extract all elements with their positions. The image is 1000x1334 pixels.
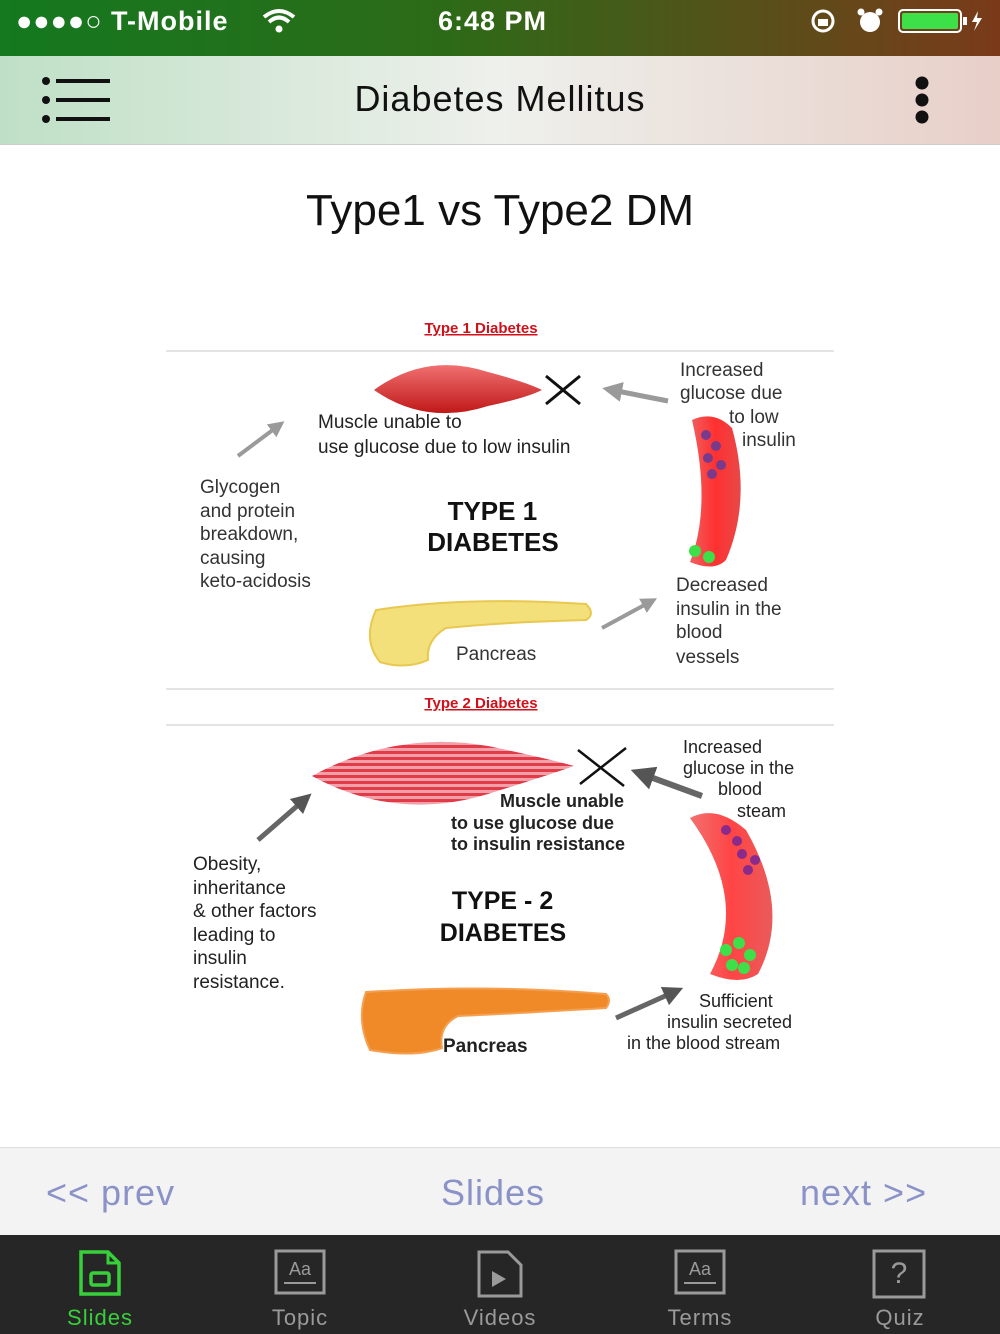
tab-label: Topic <box>271 1305 329 1330</box>
terms-icon: Aa <box>674 1249 726 1302</box>
slide-pager: << prev Slides next >> <box>0 1147 1000 1236</box>
type2-glucose-label: Increased glucose in the blood steam <box>683 737 799 821</box>
type2-insulin-label: Sufficient insulin secreted in the blood… <box>627 991 797 1053</box>
type2-arrow-glucose <box>630 766 704 799</box>
more-options-icon[interactable] <box>910 76 934 129</box>
tab-label: Slides <box>67 1305 133 1330</box>
type1-insulin-label: Decreased insulin in the blood vessels <box>676 575 787 668</box>
type1-blocked-icon <box>545 374 581 406</box>
type2-blocked-icon <box>577 747 627 787</box>
quiz-icon: ? <box>872 1249 928 1304</box>
diabetes-diagram: Type 1 Diabetes Muscle unable to use glu… <box>166 310 834 1070</box>
type2-muscle-label: Muscle unable to use glucose due to insu… <box>451 791 629 854</box>
type2-muscle-image <box>312 741 574 805</box>
type2-pancreas-image <box>360 987 610 1055</box>
navigation-bar: Diabetes Mellitus <box>0 56 1000 145</box>
tab-terms[interactable]: Aa Terms <box>600 1235 800 1334</box>
tab-videos[interactable]: Videos <box>400 1235 600 1334</box>
type1-arrow-insulin <box>601 598 658 630</box>
next-button[interactable]: next >> <box>800 1172 928 1213</box>
type2-cause-label: Obesity, inheritance & other factors lea… <box>193 854 322 993</box>
type2-pancreas-label: Pancreas <box>443 1036 528 1057</box>
tab-label: Videos <box>463 1305 537 1330</box>
tab-slides[interactable]: Slides <box>0 1235 200 1334</box>
topic-icon: Aa <box>274 1249 326 1302</box>
type1-blood-vessel-image <box>689 416 741 567</box>
tab-bar: Slides Aa Topic Videos Aa Terms ? Quiz <box>0 1235 1000 1334</box>
slide-title: Type1 vs Type2 DM <box>305 186 695 235</box>
wifi-icon <box>262 8 296 39</box>
svg-text:Aa: Aa <box>289 1259 312 1279</box>
type1-arrow-muscle <box>236 421 285 458</box>
svg-text:?: ? <box>891 1257 908 1290</box>
type2-blood-vessel-image <box>690 813 773 980</box>
tab-quiz[interactable]: ? Quiz <box>800 1235 1000 1334</box>
slides-label: Slides <box>441 1172 546 1213</box>
type1-header: Type 1 Diabetes <box>424 320 537 337</box>
type2-center-label: TYPE - 2 DIABETES <box>440 887 566 947</box>
type1-arrow-glucose <box>602 382 669 404</box>
type1-pancreas-label: Pancreas <box>456 644 536 665</box>
type1-muscle-label: Muscle unable to use glucose due to low … <box>318 412 570 458</box>
type1-glucose-label: Increased glucose due to low insulin <box>680 360 796 451</box>
type1-pancreas-image <box>369 600 592 667</box>
type1-center-label: TYPE 1 DIABETES <box>427 496 558 557</box>
battery-icon <box>898 9 988 38</box>
alarm-icon <box>856 7 884 40</box>
type1-muscle-image <box>374 365 542 414</box>
type2-header: Type 2 Diabetes <box>424 695 537 712</box>
carrier-label: ●●●●○ T-Mobile <box>16 6 229 36</box>
svg-text:Aa: Aa <box>689 1259 712 1279</box>
prev-button[interactable]: << prev <box>46 1172 176 1213</box>
videos-icon <box>476 1249 524 1304</box>
type2-arrow-muscle <box>256 793 312 842</box>
type1-cause-label: Glycogen and protein breakdown, causing … <box>200 477 311 592</box>
tab-topic[interactable]: Aa Topic <box>200 1235 400 1334</box>
menu-icon[interactable] <box>40 77 112 128</box>
rotation-lock-icon <box>808 8 838 39</box>
type2-arrow-insulin <box>614 986 684 1021</box>
tab-label: Terms <box>667 1305 733 1330</box>
slides-icon <box>78 1249 122 1302</box>
clock-label: 6:48 PM <box>438 6 548 36</box>
status-bar: ●●●●○ T-Mobile 6:48 PM <box>0 0 1000 56</box>
nav-title: Diabetes Mellitus <box>354 78 646 119</box>
tab-label: Quiz <box>875 1305 925 1330</box>
